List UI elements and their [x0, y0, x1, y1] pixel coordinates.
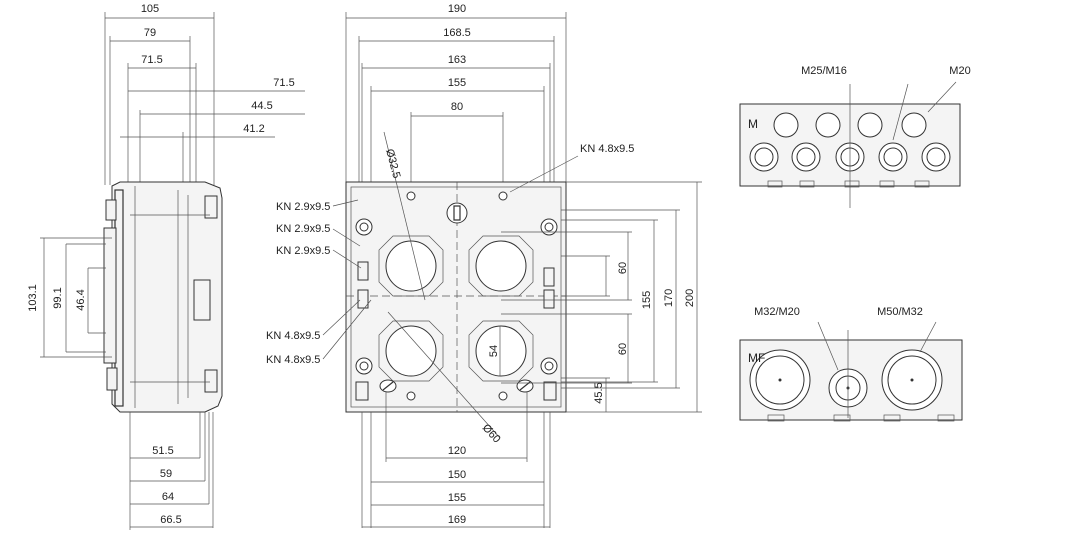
dim-190: 190 [448, 3, 466, 15]
dim-45-5: 45.5 [593, 382, 605, 403]
dim-155-right: 155 [641, 291, 653, 309]
kn-label-3: KN 2.9x9.5 [276, 245, 330, 257]
dim-150: 150 [448, 469, 466, 481]
side-view: 105 79 71.5 71.5 44.5 41.2 103.1 99.1 46… [27, 3, 305, 530]
dim-66-5: 66.5 [160, 514, 181, 526]
strip-m-callout-right: M20 [949, 65, 970, 77]
dim-99-1: 99.1 [52, 287, 64, 308]
strip-mf-callout-left: M32/M20 [754, 306, 800, 318]
dim-64: 64 [162, 491, 174, 503]
dim-54: 54 [488, 345, 500, 357]
strip-m-callout-left: M25/M16 [801, 65, 847, 77]
dim-71-5-b: 71.5 [273, 77, 294, 89]
dim-170: 170 [663, 289, 675, 307]
dim-120: 120 [448, 445, 466, 457]
dim-168-5: 168.5 [443, 27, 471, 39]
dim-44-5: 44.5 [251, 100, 272, 112]
kn-label-4: KN 4.8x9.5 [266, 330, 320, 342]
dim-41-2: 41.2 [243, 123, 264, 135]
label-dia-32-5: Ø32.5 [383, 148, 402, 180]
kn-label-2: KN 2.9x9.5 [276, 223, 330, 235]
label-dia-60: Ø60 [480, 422, 503, 445]
kn-label-1: KN 2.9x9.5 [276, 201, 330, 213]
dim-155: 155 [448, 77, 466, 89]
dim-155-bottom: 155 [448, 492, 466, 504]
front-view: 190 168.5 163 155 80 [266, 3, 702, 528]
dim-79: 79 [144, 27, 156, 39]
dim-60-lower: 60 [617, 343, 629, 355]
dim-163: 163 [448, 54, 466, 66]
dim-103-1: 103.1 [27, 284, 39, 312]
dim-105: 105 [141, 3, 159, 15]
entry-strip-mf: MF M32/M20 M50/M32 [739, 306, 963, 422]
dim-80: 80 [451, 101, 463, 113]
dim-46-4: 46.4 [75, 289, 87, 310]
dim-71-5: 71.5 [141, 54, 162, 66]
entry-strip-m: M M25/M16 M20 [739, 65, 971, 208]
kn-label-top: KN 4.8x9.5 [580, 143, 634, 155]
strip-mf-callout-right: M50/M32 [877, 306, 923, 318]
dim-200: 200 [684, 289, 696, 307]
dim-60-upper: 60 [617, 262, 629, 274]
kn-label-5: KN 4.8x9.5 [266, 354, 320, 366]
strip-mf-label: MF [748, 351, 765, 365]
strip-m-label: M [748, 117, 758, 131]
dim-51-5: 51.5 [152, 445, 173, 457]
dim-59: 59 [160, 468, 172, 480]
dim-169: 169 [448, 514, 466, 526]
